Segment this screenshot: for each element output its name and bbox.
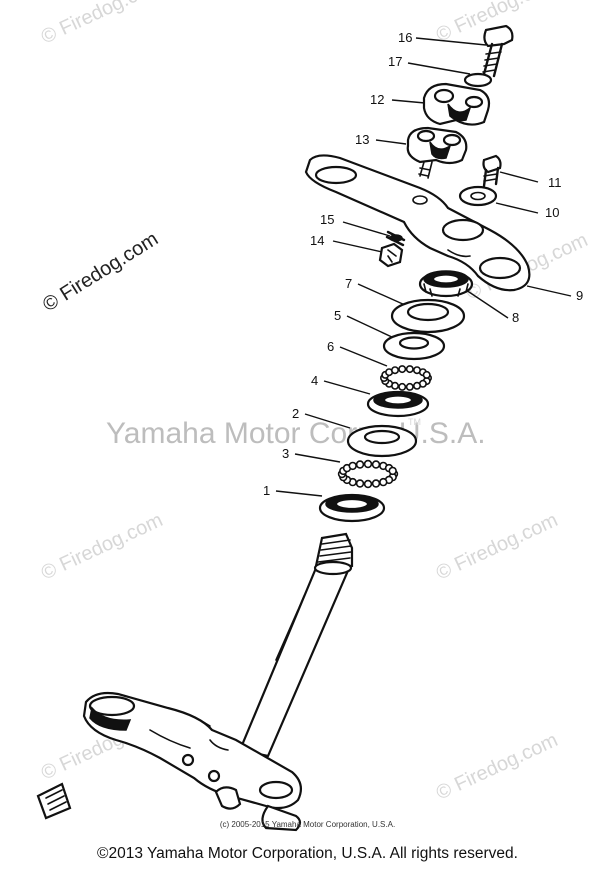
callout-17: 17 bbox=[388, 54, 402, 69]
bearing-ball bbox=[371, 479, 381, 488]
watermark-tm: TM bbox=[408, 417, 421, 427]
bearing-ball bbox=[363, 479, 373, 489]
watermark-firedog-top-left: © Firedog.com bbox=[38, 0, 166, 49]
part-16-bolt bbox=[482, 24, 514, 78]
leader-lines bbox=[275, 37, 572, 497]
callout-15: 15 bbox=[320, 212, 334, 227]
callout-labels: 16 17 12 13 11 10 15 14 9 7 8 5 6 4 2 3 … bbox=[263, 30, 583, 498]
part-1-dust-seal bbox=[318, 493, 386, 523]
watermark-firedog-dark: © Firedog.com bbox=[39, 228, 162, 316]
callout-3: 3 bbox=[282, 446, 289, 461]
diagram-copyright-small: (c) 2005-2015 Yamaha Motor Corporation, … bbox=[219, 820, 396, 829]
bearing-ball bbox=[405, 365, 414, 374]
part-2-race bbox=[346, 424, 418, 458]
part-5-race bbox=[382, 331, 446, 361]
bearing-ball bbox=[398, 382, 407, 391]
callout-16: 16 bbox=[398, 30, 412, 45]
part-15-lock-washer bbox=[385, 230, 406, 247]
callout-14: 14 bbox=[310, 233, 324, 248]
callout-6: 6 bbox=[327, 339, 334, 354]
part-7-cover bbox=[390, 298, 466, 334]
steering-stem bbox=[238, 532, 354, 758]
part-17-washer bbox=[463, 72, 493, 88]
callout-11: 11 bbox=[548, 175, 562, 190]
bearing-ball bbox=[422, 370, 431, 379]
bearing-ball bbox=[371, 460, 381, 469]
footer-copyright: ©2013 Yamaha Motor Corporation, U.S.A. A… bbox=[97, 845, 518, 862]
callout-8: 8 bbox=[512, 310, 519, 325]
watermark-yamaha: Yamaha Motor Corp., U.S.A. bbox=[106, 417, 486, 450]
watermark-layer: © Firedog.com © Firedog.com © Firedog.co… bbox=[38, 0, 591, 805]
bearing-ball bbox=[388, 466, 397, 476]
callout-9: 9 bbox=[576, 288, 583, 303]
callout-7: 7 bbox=[345, 276, 352, 291]
callout-1: 1 bbox=[263, 483, 270, 498]
bearing-ball bbox=[379, 477, 388, 487]
bearing-ball bbox=[355, 479, 365, 488]
bearing-ball bbox=[355, 460, 365, 469]
bearing-ball bbox=[398, 365, 407, 374]
part-14-nut bbox=[378, 242, 404, 268]
bearing-ball bbox=[390, 366, 399, 375]
part-3-ball-bearings bbox=[337, 459, 399, 489]
part-4-race bbox=[366, 390, 430, 418]
callout-10: 10 bbox=[545, 205, 559, 220]
bearing-ball bbox=[363, 459, 373, 469]
callout-2: 2 bbox=[292, 406, 299, 421]
bearing-ball bbox=[412, 381, 421, 390]
callout-13: 13 bbox=[355, 132, 369, 147]
part-13-lower-holder bbox=[406, 126, 468, 179]
part-9-upper-bracket bbox=[304, 154, 531, 292]
bearing-ball bbox=[405, 382, 414, 391]
part-12-upper-holder bbox=[422, 82, 491, 126]
callout-12: 12 bbox=[370, 92, 384, 107]
watermark-firedog-lower-right: © Firedog.com bbox=[433, 509, 561, 584]
watermark-firedog-bottom-right: © Firedog.com bbox=[433, 729, 561, 804]
part-8-ring-nut bbox=[418, 270, 474, 298]
part-10-washer bbox=[458, 185, 498, 207]
part-11-bolt bbox=[482, 154, 502, 188]
callout-5: 5 bbox=[334, 308, 341, 323]
bearing-ball bbox=[348, 461, 357, 471]
watermark-firedog-lower-left: © Firedog.com bbox=[38, 509, 166, 584]
part-6-ball-bearings bbox=[379, 365, 432, 391]
part-lower-bracket bbox=[36, 691, 303, 832]
callout-4: 4 bbox=[311, 373, 318, 388]
